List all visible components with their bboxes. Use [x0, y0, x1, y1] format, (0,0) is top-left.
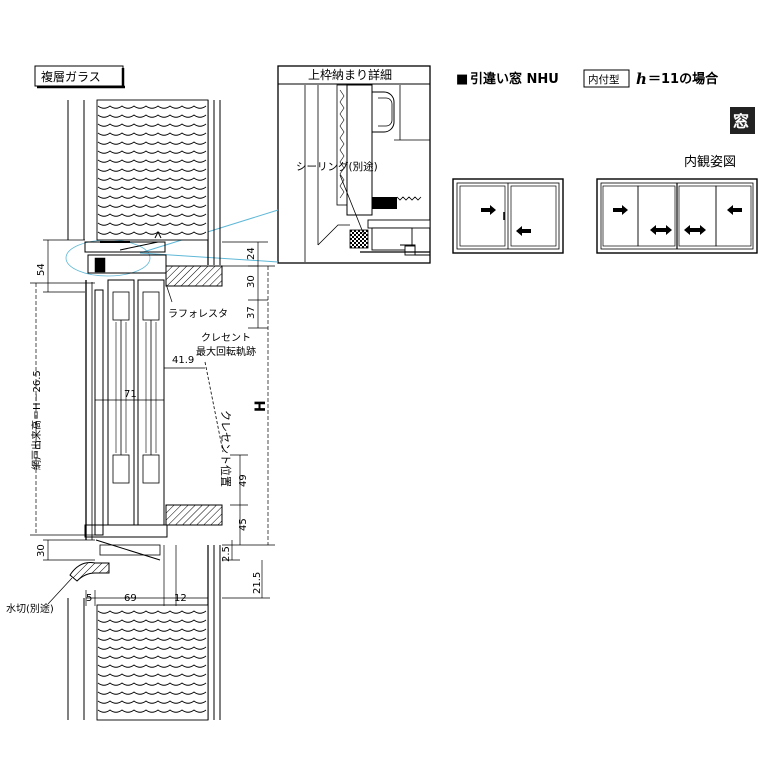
detail-inset: 上枠納まり詳細 シーリング(別途) [277, 65, 431, 264]
dim-71: 71 [124, 389, 137, 400]
wall-lower [67, 545, 221, 721]
dim-54: 54 [36, 263, 47, 276]
dim-45: 45 [238, 518, 249, 531]
double-arrow-icon [684, 225, 706, 235]
dim-2-5: 2.5 [221, 546, 232, 562]
dim-12: 12 [174, 593, 187, 604]
dim-37: 37 [246, 306, 257, 319]
interior-view: 内観姿図 [452, 154, 758, 254]
sealing-label: シーリング(別途) [296, 160, 378, 173]
window-2-panel [452, 178, 564, 254]
arrow-left-icon [516, 226, 531, 236]
arrow-right-icon [481, 205, 496, 215]
wall-upper [67, 99, 221, 265]
water-drip-leader [47, 577, 73, 605]
laforesta-label: ラフォレスタ [168, 308, 228, 320]
dimension-lines [30, 239, 275, 606]
dim-5: 5 [86, 593, 92, 604]
detail-callout-circle [65, 239, 151, 277]
crescent-track-label-1: クレセント [201, 332, 251, 344]
double-arrow-icon [650, 225, 672, 235]
mount-badge: 内付型 [588, 73, 620, 86]
dim-24: 24 [246, 247, 257, 260]
dim-69: 69 [124, 593, 137, 604]
h-symbol: h [636, 70, 647, 88]
screen-height-label: 網戸出来高＝H－26.5 [30, 370, 43, 470]
interior-view-title: 内観姿図 [684, 154, 736, 170]
casing-top [165, 265, 223, 287]
dimension-labels: 54 24 30 37 41.9 71 49 45 30 2.5 21.5 5 … [6, 247, 269, 615]
glass-label: 複層ガラス [34, 65, 125, 89]
crescent-track-label-2: 最大回転軌跡 [196, 345, 256, 358]
glass-label-text: 複層ガラス [41, 69, 101, 84]
mount-badge-frame [583, 69, 630, 88]
detail-leader-line [139, 209, 279, 254]
dim-49: 49 [238, 474, 249, 487]
crescent-position-label: クレセント位置 [219, 410, 233, 487]
dim-21-5: 21.5 [252, 572, 263, 594]
header-square: ■ [456, 72, 468, 87]
header: ■ 引違い窓 NHU 内付型 h ＝11の場合 窓 [456, 69, 755, 134]
arrow-left-icon [727, 205, 742, 215]
window-section [69, 230, 168, 582]
category-badge-bg [730, 107, 755, 134]
dim-30-top: 30 [246, 275, 257, 288]
water-drip-label: 水切(別途) [6, 602, 54, 615]
dim-30-bottom: 30 [36, 544, 47, 557]
dim-41-9: 41.9 [172, 355, 194, 366]
casing-bottom [165, 504, 223, 526]
height-symbol: H [253, 400, 269, 412]
window-4-panel [596, 178, 758, 254]
arrow-right-icon [613, 205, 628, 215]
category-badge: 窓 [733, 112, 749, 131]
detail-leader-line [139, 252, 279, 263]
detail-title: 上枠納まり詳細 [308, 67, 392, 82]
h-value: ＝11の場合 [648, 71, 719, 87]
header-title: 引違い窓 NHU [470, 71, 559, 87]
